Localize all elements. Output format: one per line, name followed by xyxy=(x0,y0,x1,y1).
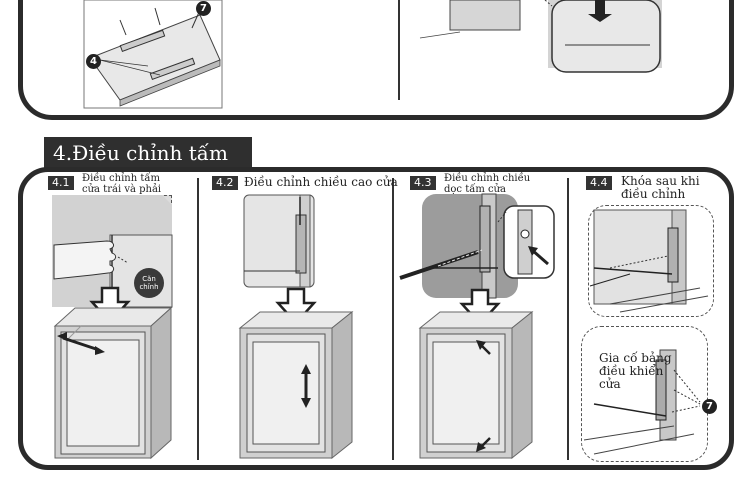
part-badge-4: 4 xyxy=(86,54,101,69)
step-number-4-1: 4.1 xyxy=(48,176,74,190)
part-badge-7-bracket: 7 xyxy=(702,399,717,414)
step-4-1-text: Điều chỉnh tấm cửa trái và phải xyxy=(82,173,161,195)
step-4-4-top-detail xyxy=(588,205,714,317)
part-badge-7: 7 xyxy=(196,1,211,16)
door-adjustment-panel xyxy=(18,167,734,470)
align-callout-line1: Căn xyxy=(142,275,156,283)
step-4-4-top-illustration xyxy=(589,209,709,313)
step-4-4-line2: điều chỉnh xyxy=(621,187,686,201)
top-divider xyxy=(398,0,400,100)
step-4-2-hinge-detail xyxy=(243,194,315,288)
reinforce-label: Gia cố bảng điều khiển cửa xyxy=(599,352,672,391)
step-4-4-bottom-detail xyxy=(581,326,708,462)
divider-3 xyxy=(567,178,569,460)
divider-1 xyxy=(197,178,199,460)
reinforce-line2: điều khiển xyxy=(599,364,664,378)
step-4-2-cabinet xyxy=(238,310,354,460)
step-number-4-3: 4.3 xyxy=(410,176,436,190)
step-number-4-4: 4.4 xyxy=(586,176,612,190)
top-left-bracket-illustration xyxy=(83,0,223,109)
align-callout: Căn chỉnh xyxy=(134,268,164,298)
step-4-3-line2: dọc tấm cửa xyxy=(444,184,507,195)
top-right-illustration xyxy=(419,0,662,73)
step-4-3-text: Điều chỉnh chiều dọc tấm cửa xyxy=(444,173,530,195)
top-instruction-panel xyxy=(18,0,734,120)
step-4-4-line1: Khóa sau khi xyxy=(621,174,700,188)
section-title: 4.Điều chỉnh tấm cửa xyxy=(44,137,252,197)
divider-2 xyxy=(392,178,394,460)
step-number-4-2: 4.2 xyxy=(212,176,238,190)
step-4-1-line1: Điều chỉnh tấm xyxy=(82,173,160,184)
step-4-2-text: Điều chỉnh chiều cao cửa xyxy=(244,175,398,189)
step-4-4-text: Khóa sau khi điều chỉnh xyxy=(621,175,700,201)
step-4-4-bottom-illustration xyxy=(583,349,701,455)
step-4-3-line1: Điều chỉnh chiều xyxy=(444,173,531,184)
step-4-3-screwdriver-detail xyxy=(399,193,555,299)
step-4-1-cabinet xyxy=(53,306,173,460)
step-4-3-cabinet xyxy=(418,310,534,460)
align-callout-line2: chỉnh xyxy=(139,283,159,291)
step-4-1-line2: cửa trái và phải xyxy=(82,184,162,195)
reinforce-line3: cửa xyxy=(599,377,621,391)
reinforce-line1: Gia cố bảng xyxy=(599,351,672,365)
